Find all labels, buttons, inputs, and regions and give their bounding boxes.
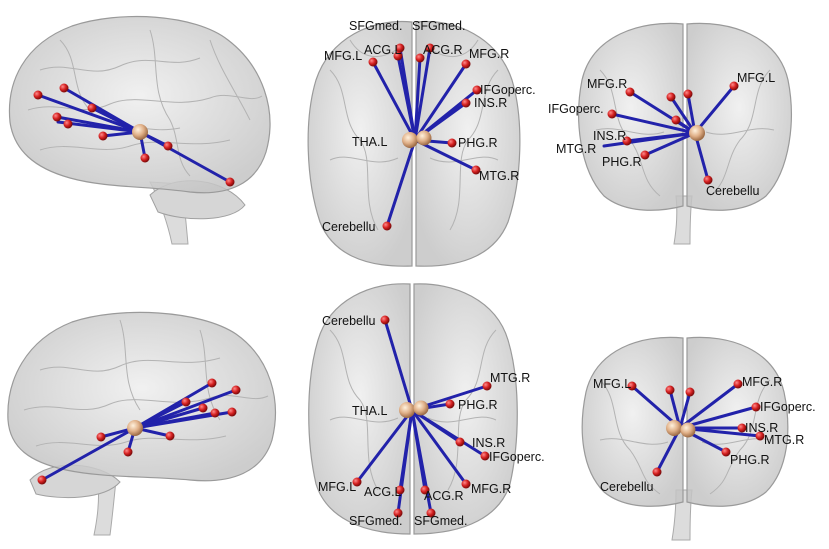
- edges: [355, 318, 489, 515]
- label-tha-l: THA.L: [352, 135, 387, 149]
- label-ins-r: INS.R: [472, 436, 505, 450]
- label-ins-r: INS.R: [745, 421, 778, 435]
- label-cerebellu: Cerebellu: [322, 314, 376, 328]
- label-mfg-r: MFG.R: [742, 375, 782, 389]
- right-hemisphere: [415, 20, 521, 267]
- hub-node: [402, 132, 418, 148]
- label-phg-r: PHG.R: [458, 136, 498, 150]
- hub-node: [132, 124, 148, 140]
- label-mfg-l: MFG.L: [318, 480, 356, 494]
- label-cerebellu: Cerebellu: [706, 184, 760, 198]
- label-sfgmed-r: SFGmed.: [412, 19, 466, 33]
- label-tha-l: THA.L: [352, 404, 387, 418]
- hub-node: [399, 402, 415, 418]
- label-acg-l: ACG.L: [364, 43, 402, 57]
- label-mfg-r: MFG.R: [587, 77, 627, 91]
- hub-node: [127, 420, 143, 436]
- label-mtg-r: MTG.R: [490, 371, 530, 385]
- right-hemisphere: [413, 283, 518, 535]
- label-mtg-r: MTG.R: [479, 169, 519, 183]
- sulci: [329, 329, 497, 491]
- left-hemisphere: [307, 20, 413, 267]
- label-mfg-l: MFG.L: [593, 377, 631, 391]
- label-sfgmed-r: SFGmed.: [414, 514, 468, 528]
- sulci: [329, 39, 499, 231]
- hub-node: [413, 400, 429, 416]
- right-hemisphere: [686, 336, 789, 507]
- label-mfg-l: MFG.L: [324, 49, 362, 63]
- label-ins-r: INS.R: [593, 129, 626, 143]
- label-sfgmed-l: SFGmed.: [349, 514, 403, 528]
- nodes: [352, 315, 492, 518]
- label-phg-r: PHG.R: [602, 155, 642, 169]
- nodes: [37, 378, 241, 485]
- hub-node: [416, 130, 432, 146]
- hub-node: [689, 125, 705, 141]
- label-ins-r: INS.R: [474, 96, 507, 110]
- label-mtg-r: MTG.R: [764, 433, 804, 447]
- label-sfgmed-l: SFGmed.: [349, 19, 403, 33]
- label-cerebellu: Cerebellu: [600, 480, 654, 494]
- hub-node: [666, 420, 682, 436]
- label-acg-r: ACG.R: [424, 489, 464, 503]
- bottom-coronal-panel: MFG.L MFG.R IFGoperc. INS.R MTG.R PHG.R …: [581, 336, 816, 541]
- bottom-axial-panel: Cerebellu MTG.R THA.L PHG.R INS.R IFGope…: [308, 283, 545, 535]
- hub-node: [680, 422, 696, 438]
- top-axial-panel: SFGmed. SFGmed. MFG.L ACG.L ACG.R MFG.R …: [307, 19, 536, 267]
- top-coronal-panel: MFG.R MFG.L IFGoperc. INS.R MTG.R PHG.R …: [548, 22, 792, 245]
- label-mfg-r: MFG.R: [471, 482, 511, 496]
- top-sagittal-panel: [8, 15, 271, 245]
- edges: [602, 84, 736, 182]
- nodes: [368, 43, 482, 231]
- label-ifgoperc: IFGoperc.: [760, 400, 816, 414]
- right-hemisphere: [686, 22, 792, 211]
- nodes: [607, 81, 739, 185]
- cerebrum: [8, 15, 271, 194]
- label-ifgoperc: IFGoperc.: [548, 102, 604, 116]
- label-cerebellu: Cerebellu: [322, 220, 376, 234]
- nodes: [627, 379, 765, 477]
- left-hemisphere: [581, 336, 684, 507]
- label-mfg-l: MFG.L: [737, 71, 775, 85]
- label-mtg-r: MTG.R: [556, 142, 596, 156]
- label-acg-l: ACG.L: [364, 485, 402, 499]
- label-ifgoperc: IFGoperc.: [489, 450, 545, 464]
- bottom-sagittal-panel: [7, 311, 276, 536]
- edges: [36, 86, 232, 184]
- label-acg-r: ACG.R: [423, 43, 463, 57]
- label-phg-r: PHG.R: [458, 398, 498, 412]
- nodes: [33, 83, 235, 187]
- left-hemisphere: [308, 283, 411, 535]
- label-mfg-r: MFG.R: [469, 47, 509, 61]
- label-ifgoperc: IFGoperc.: [480, 83, 536, 97]
- label-phg-r: PHG.R: [730, 453, 770, 467]
